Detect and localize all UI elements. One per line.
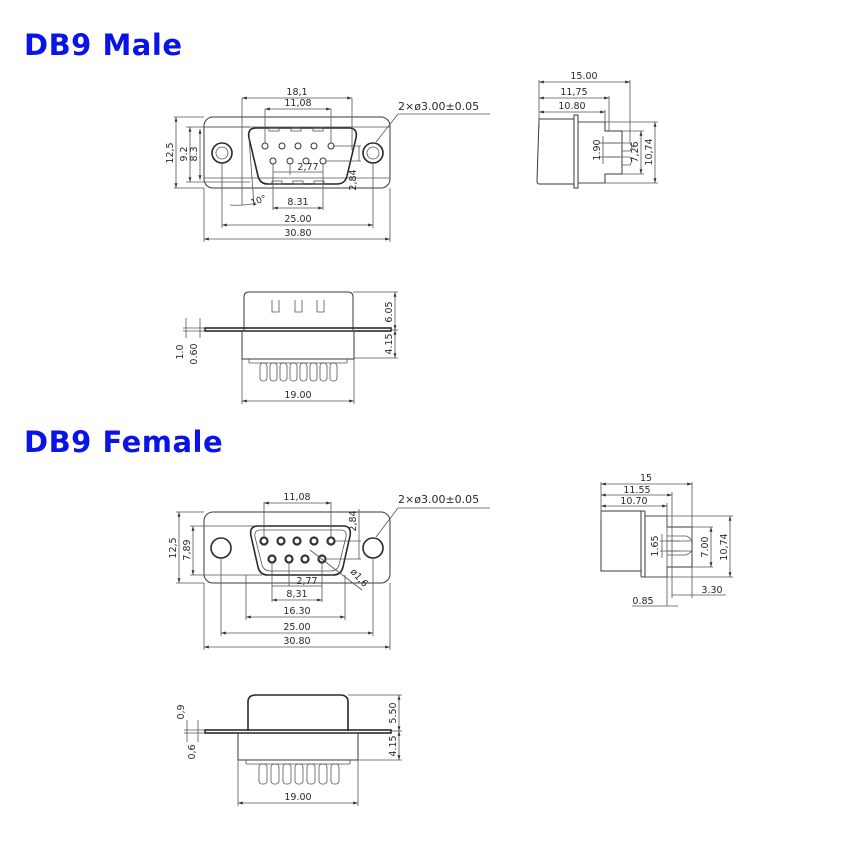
dim-11-55: 11.55 [623,485,650,496]
dim-11-75: 11,75 [560,87,587,98]
dim-6-05: 6.05 [384,301,395,322]
pin-5 [327,142,335,150]
female-section-title: DB9 Female [24,425,224,459]
socket-4 [309,536,319,546]
dim-8-31: 8.31 [287,197,308,208]
female-front-view: 11,08 2×ø3.00±0.05 2,84 12,5 7,89 2,77 ø… [168,492,490,650]
dim-4-15: 4.15 [384,333,395,354]
dim-dia-1-6: ø1,6 [348,567,370,590]
socket-8 [300,554,310,564]
dim-7-89: 7,89 [182,539,193,560]
dim-1-0: 1.0 [175,344,186,359]
dim-30-80: 30.80 [283,636,310,647]
dim-10-70: 10.70 [620,496,647,507]
pin-8 [302,157,310,165]
dim-9-2: 9.2 [179,146,190,161]
dim-25-00: 25.00 [283,622,310,633]
socket-3 [292,536,302,546]
dim-11-08: 11,08 [283,492,310,503]
male-solder-cups [259,362,338,382]
dim-10-74: 10,74 [719,533,730,560]
dim-2-77: 2,77 [297,162,318,173]
socket-2 [276,536,286,546]
dim-12-5: 12,5 [165,142,176,163]
dim-5-50: 5.50 [388,702,399,723]
mount-hole-left [211,142,233,164]
dim-10-74: 10,74 [644,138,655,165]
pin-6 [269,157,277,165]
dim-30-80: 30.80 [284,228,311,239]
dim-7-00: 7.00 [700,536,711,557]
dim-16-30: 16.30 [283,606,310,617]
female-shell-outline [247,694,349,731]
dim-19-00: 19.00 [284,390,311,401]
dim-15-00: 15.00 [570,71,597,82]
female-flange-outline [203,511,391,584]
female-side-view: 15 11.55 10.70 1.65 7.00 10,74 3.30 0.85 [600,473,733,607]
dim-0-9: 0,9 [176,704,187,719]
dim-1-65: 1.65 [650,535,661,556]
dim-3-30: 3.30 [701,585,722,596]
male-side-view: 15.00 11,75 10.80 1.90 7,26 10,74 [536,71,658,189]
female-solder-cups [258,763,340,785]
dim-1-90: 1.90 [592,139,603,160]
dim-8-3: 8.3 [189,146,200,161]
dim-10-80: 10.80 [558,101,585,112]
female-d-shell [249,525,352,576]
dim-0-85: 0.85 [632,596,653,607]
dim-11-08: 11,08 [284,98,311,109]
dim-2-84: 2,84 [348,169,359,190]
dim-18-1: 18,1 [286,87,307,98]
mount-hole-left [210,537,232,559]
male-section-title: DB9 Male [24,28,183,62]
mount-hole-right [362,142,384,164]
pin-2 [278,142,286,150]
male-front-view: 18,1 11,08 2×ø3.00±0.05 12,5 9.2 8.3 2,7… [165,87,490,242]
dim-4-15: 4.15 [388,735,399,756]
dim-15: 15 [640,473,652,484]
pin-3 [294,142,302,150]
female-bottom-view: 0,9 0,6 5.50 4.15 19.00 [176,694,402,806]
dim-2-77: 2,77 [296,576,317,587]
socket-7 [284,554,294,564]
male-d-shell [247,127,358,185]
socket-6 [267,554,277,564]
dim-8-31: 8,31 [286,589,307,600]
male-bottom-view: 1.0 0.60 6.05 4.15 19.00 [175,291,398,404]
dim-0-60: 0.60 [189,343,200,364]
mount-hole-note: 2×ø3.00±0.05 [398,100,479,113]
angle-10: 10° [250,194,268,209]
dim-25-00: 25.00 [284,214,311,225]
socket-5 [326,536,336,546]
dim-19-00: 19.00 [284,792,311,803]
dim-7-26: 7,26 [630,141,641,162]
socket-1 [259,536,269,546]
mount-hole-right [362,537,384,559]
mount-hole-note: 2×ø3.00±0.05 [398,493,479,506]
dim-0-6: 0,6 [187,744,198,759]
dim-2-84: 2,84 [348,510,359,531]
male-flange-outline [203,116,391,189]
dim-12-5: 12,5 [168,537,179,558]
pin-1 [261,142,269,150]
pin-4 [310,142,318,150]
pin-9 [319,157,327,165]
pin-7 [286,157,294,165]
